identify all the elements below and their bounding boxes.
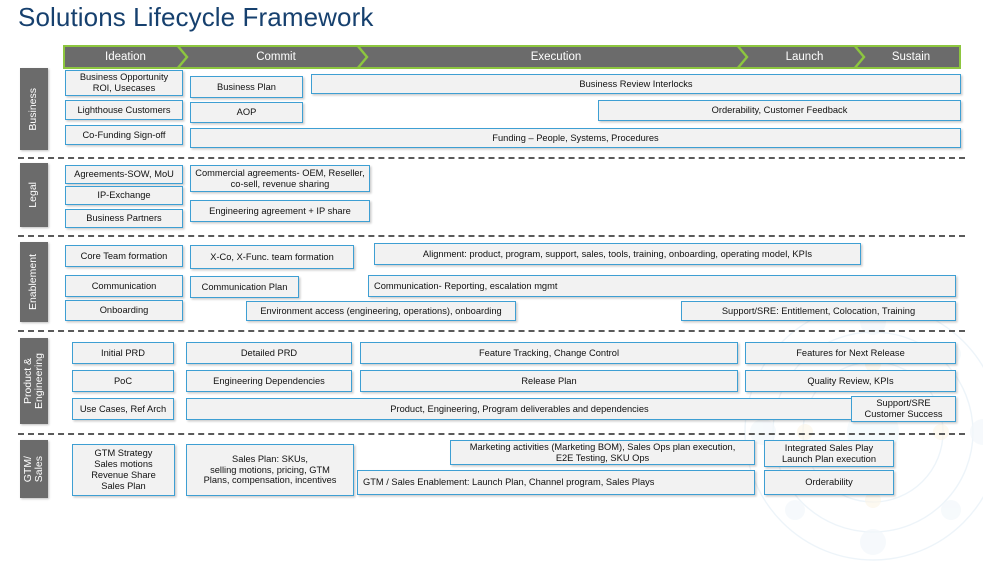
- activity-card[interactable]: Product, Engineering, Program deliverabl…: [186, 398, 853, 420]
- activity-card[interactable]: GTM / Sales Enablement: Launch Plan, Cha…: [357, 470, 755, 495]
- activity-card[interactable]: GTM Strategy Sales motions Revenue Share…: [72, 444, 175, 496]
- activity-card[interactable]: Features for Next Release: [745, 342, 956, 364]
- activity-card[interactable]: Alignment: product, program, support, sa…: [374, 243, 861, 265]
- row-label-text: Business: [27, 87, 40, 131]
- activity-card[interactable]: Commercial agreements- OEM, Reseller, co…: [190, 165, 370, 192]
- row-label-text: Enablement: [27, 253, 40, 311]
- activity-card[interactable]: Use Cases, Ref Arch: [72, 398, 174, 420]
- phase-execution[interactable]: Execution: [366, 45, 746, 69]
- row-label-text: Product & Engineering: [21, 352, 45, 410]
- activity-card[interactable]: Integrated Sales Play Launch Plan execut…: [764, 440, 894, 467]
- row-label-enablement: Enablement: [20, 242, 48, 322]
- activity-card[interactable]: X-Co, X-Func. team formation: [190, 245, 354, 269]
- activity-card[interactable]: Feature Tracking, Change Control: [360, 342, 738, 364]
- chevron-right-icon: [737, 45, 754, 69]
- phase-launch[interactable]: Launch: [746, 45, 863, 69]
- chevron-right-icon: [854, 45, 871, 69]
- activity-card[interactable]: IP-Exchange: [65, 186, 183, 205]
- activity-card[interactable]: Business Partners: [65, 209, 183, 228]
- activity-card[interactable]: Environment access (engineering, operati…: [246, 301, 516, 321]
- activity-card[interactable]: Engineering Dependencies: [186, 370, 352, 392]
- activity-card[interactable]: Quality Review, KPIs: [745, 370, 956, 392]
- row-separator: [18, 157, 965, 159]
- phase-sustain[interactable]: Sustain: [863, 45, 961, 69]
- activity-card[interactable]: Support/SRE Customer Success: [851, 396, 956, 422]
- phase-header-band: Ideation Commit Execution Launch Sustain: [63, 45, 961, 69]
- row-label-legal: Legal: [20, 163, 48, 227]
- phase-commit[interactable]: Commit: [186, 45, 366, 69]
- activity-card[interactable]: Co-Funding Sign-off: [65, 125, 183, 145]
- phase-label: Launch: [785, 51, 824, 63]
- activity-card[interactable]: Business Review Interlocks: [311, 74, 961, 94]
- row-separator: [18, 235, 965, 237]
- row-label-product-engineering: Product & Engineering: [20, 338, 48, 424]
- row-label-text: Legal: [27, 182, 40, 208]
- activity-card[interactable]: Communication: [65, 275, 183, 297]
- activity-card[interactable]: Marketing activities (Marketing BOM), Sa…: [450, 440, 755, 465]
- row-label-business: Business: [20, 68, 48, 150]
- activity-card[interactable]: Engineering agreement + IP share: [190, 200, 370, 222]
- phase-label: Commit: [256, 51, 296, 63]
- activity-card[interactable]: Core Team formation: [65, 245, 183, 267]
- lifecycle-diagram: Ideation Commit Execution Launch Sustain Bus…: [18, 45, 965, 498]
- activity-card[interactable]: Lighthouse Customers: [65, 100, 183, 120]
- activity-card[interactable]: Communication Plan: [190, 276, 299, 298]
- activity-card[interactable]: PoC: [72, 370, 174, 392]
- activity-card[interactable]: Sales Plan: SKUs, selling motions, prici…: [186, 444, 354, 496]
- row-label-text: GTM/ Sales: [21, 455, 45, 483]
- activity-card[interactable]: Release Plan: [360, 370, 738, 392]
- phase-label: Sustain: [891, 51, 931, 63]
- phase-label: Execution: [530, 51, 582, 63]
- row-separator: [18, 433, 965, 435]
- activity-card[interactable]: Funding – People, Systems, Procedures: [190, 128, 961, 148]
- phase-label: Ideation: [105, 51, 146, 63]
- activity-card[interactable]: Detailed PRD: [186, 342, 352, 364]
- activity-card[interactable]: Business Opportunity ROI, Usecases: [65, 70, 183, 96]
- activity-card[interactable]: Onboarding: [65, 300, 183, 321]
- activity-card[interactable]: Support/SRE: Entitlement, Colocation, Tr…: [681, 301, 956, 321]
- phase-ideation[interactable]: Ideation: [63, 45, 186, 69]
- row-label-gtm-sales: GTM/ Sales: [20, 440, 48, 498]
- chevron-right-icon: [177, 45, 194, 69]
- activity-card[interactable]: AOP: [190, 102, 303, 123]
- row-separator: [18, 330, 965, 332]
- activity-card[interactable]: Business Plan: [190, 76, 303, 98]
- activity-card[interactable]: Agreements-SOW, MoU: [65, 165, 183, 184]
- activity-card[interactable]: Communication- Reporting, escalation mgm…: [368, 275, 956, 297]
- activity-card[interactable]: Orderability: [764, 470, 894, 495]
- page-title: Solutions Lifecycle Framework: [18, 2, 374, 32]
- activity-card[interactable]: Orderability, Customer Feedback: [598, 100, 961, 121]
- chevron-right-icon: [357, 45, 374, 69]
- activity-card[interactable]: Initial PRD: [72, 342, 174, 364]
